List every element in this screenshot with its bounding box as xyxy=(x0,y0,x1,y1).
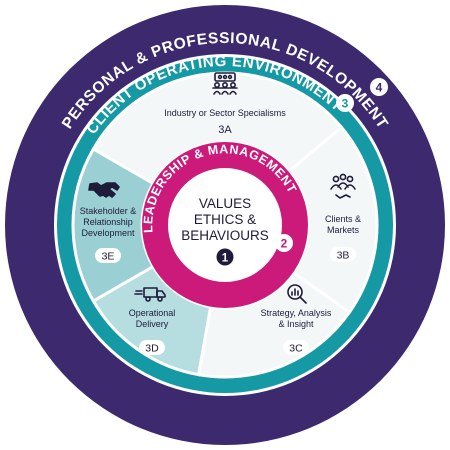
segment-3e-label: Development xyxy=(81,228,135,238)
segment-3c-code-pill xyxy=(283,340,309,355)
center-line-3: BEHAVIOURS xyxy=(181,228,269,243)
segment-3d-label: Operational xyxy=(129,308,176,318)
segment-3d-code: 3D xyxy=(145,343,159,355)
segment-3d-label: Delivery xyxy=(136,319,169,329)
team-meeting-icon xyxy=(212,72,238,95)
outer-badge-bg xyxy=(370,78,388,96)
handshake-icon xyxy=(88,182,120,198)
segment-3c-label: Strategy, Analysis xyxy=(261,308,332,318)
segment-3a-code: 3A xyxy=(218,124,232,136)
people-handshake-icon xyxy=(330,173,356,199)
segments: Industry or Sector Specialisms 3A Clients … xyxy=(71,71,379,379)
center-badge-bg xyxy=(216,248,234,266)
segment-3c-code: 3C xyxy=(289,343,303,355)
segment-3d-code-pill xyxy=(139,340,165,355)
center-disc xyxy=(168,168,282,282)
segment-3b-code: 3B xyxy=(337,250,350,262)
segment-3e-code: 3E xyxy=(102,251,115,263)
segment-3a-label: Industry or Sector Specialisms xyxy=(164,108,286,118)
segment-3e-label: Stakeholder & xyxy=(80,206,137,216)
segment-3e-code-pill xyxy=(95,248,121,263)
center-line-2: ETHICS & xyxy=(194,212,256,227)
center-badge: 1 xyxy=(222,253,229,265)
teal-badge-bg xyxy=(336,94,354,112)
segment-3b-code-pill xyxy=(330,247,356,262)
magenta-badge: 2 xyxy=(281,237,288,251)
center-line-1: VALUES xyxy=(199,196,251,211)
segment-3c-label: & Insight xyxy=(278,319,314,329)
magenta-badge-bg xyxy=(275,234,293,252)
teal-badge: 3 xyxy=(342,97,349,111)
magnifier-chart-icon xyxy=(287,284,307,304)
delivery-truck-icon xyxy=(134,287,166,302)
segment-3b-label: Markets xyxy=(327,225,360,235)
segment-3b-label: Clients & xyxy=(325,214,361,224)
outer-badge: 4 xyxy=(376,81,383,95)
segment-3e-label: Relationship xyxy=(83,217,133,227)
